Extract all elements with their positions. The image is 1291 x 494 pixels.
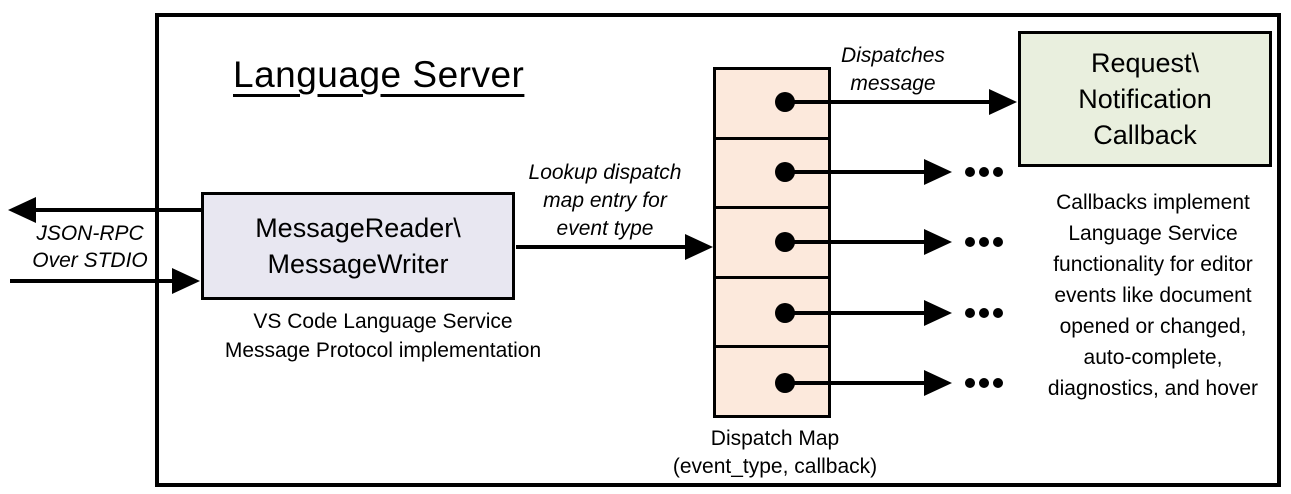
reader-caption-line2: Message Protocol implementation <box>224 339 542 362</box>
message-reader-label: MessageReader\ <box>255 213 461 243</box>
dispatch-map-caption: Dispatch Map (event_type, callback) <box>650 425 900 481</box>
json-rpc-label-line2: Over STDIO <box>32 249 148 272</box>
callbacks-note: Callbacks implement Language Service fun… <box>1024 187 1282 404</box>
lookup-dispatch-label: Lookup dispatch map entry for event type <box>505 159 705 243</box>
message-writer-label: MessageWriter <box>267 249 449 279</box>
callback-box-line3: Callback <box>1093 120 1197 150</box>
lookup-label-line2: map entry for <box>543 189 667 212</box>
callbacks-note-line3: functionality for editor <box>1053 253 1253 276</box>
dispatch-map-entry-4 <box>716 279 828 349</box>
json-rpc-stdio-label: JSON-RPC Over STDIO <box>14 220 166 274</box>
reader-box-caption: VS Code Language Service Message Protoco… <box>203 307 563 365</box>
dispatch-map-caption-line2: (event_type, callback) <box>672 455 878 478</box>
lookup-label-line1: Lookup dispatch <box>528 161 682 184</box>
callbacks-note-line2: Language Service <box>1068 222 1238 245</box>
dispatches-message-label: Dispatches message <box>828 42 958 98</box>
callbacks-note-line5: opened or changed, <box>1059 315 1247 338</box>
json-rpc-label-line1: JSON-RPC <box>36 222 144 245</box>
lookup-label-line3: event type <box>556 217 654 240</box>
dispatches-label-line1: Dispatches <box>841 44 945 67</box>
callback-box-line2: Notification <box>1078 84 1212 114</box>
dispatch-map-entry-3 <box>716 209 828 279</box>
dispatches-label-line2: message <box>850 72 936 95</box>
message-reader-writer-box: MessageReader\ MessageWriter <box>201 192 515 300</box>
callbacks-note-line7: diagnostics, and hover <box>1047 377 1259 400</box>
dispatch-map-entry-5 <box>716 348 828 415</box>
request-notification-callback-box: Request\ Notification Callback <box>1018 31 1272 167</box>
dispatch-map-caption-line1: Dispatch Map <box>710 427 840 450</box>
callbacks-note-line1: Callbacks implement <box>1056 191 1250 214</box>
dispatch-map-entry-2 <box>716 140 828 210</box>
diagram-title: Language Server <box>233 54 525 95</box>
callback-box-line1: Request\ <box>1090 48 1200 78</box>
language-server-boundary <box>155 13 1281 487</box>
reader-caption-line1: VS Code Language Service <box>253 310 513 333</box>
callbacks-note-line4: events like document <box>1054 284 1252 307</box>
dispatch-map-table <box>713 67 831 418</box>
dispatch-map-entry-1 <box>716 70 828 140</box>
callbacks-note-line6: auto-complete, <box>1083 346 1223 369</box>
